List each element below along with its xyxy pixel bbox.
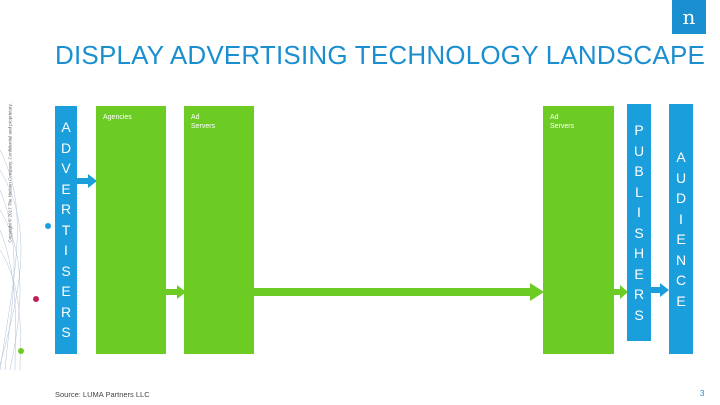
publishers-letter: B [634, 163, 644, 179]
publishers-letter: R [633, 286, 645, 302]
long-flow-arrowhead [530, 283, 544, 301]
adservers-to-publishers-arrow [614, 285, 628, 299]
page-number: 3 [700, 389, 705, 398]
publishers-letter: S [634, 224, 644, 241]
audience-letter: E [676, 292, 686, 309]
audience-letter: N [675, 251, 687, 268]
advertisers-bar: A D V E R T I S E R S [55, 106, 77, 354]
advertisers-letter: V [61, 160, 71, 177]
audience-letter: C [675, 272, 687, 288]
advertisers-letter: E [61, 283, 71, 300]
ad-servers-right-box: Ad Servers [543, 106, 614, 354]
publishers-letter: E [634, 265, 644, 282]
ad-servers-left-label: Ad Servers [191, 114, 216, 130]
publishers-letter: U [633, 142, 645, 159]
publishers-letter: L [635, 183, 643, 200]
publishers-letter: S [634, 306, 644, 323]
advertisers-letter: R [60, 201, 72, 218]
advertisers-arrow [77, 174, 97, 188]
advertisers-letter: R [60, 303, 72, 320]
source-footer: Source: LUMA Partners LLC [55, 390, 150, 399]
nielsen-logo: n [672, 0, 706, 34]
publishers-to-audience-arrow [651, 283, 669, 297]
advertisers-letter: D [60, 139, 72, 156]
long-flow-bar [254, 288, 534, 296]
advertisers-letter: E [61, 180, 71, 197]
advertisers-letter: S [61, 262, 71, 279]
publishers-letter: P [634, 122, 644, 138]
blue-dot [45, 223, 51, 229]
advertisers-letter: A [61, 119, 71, 136]
audience-letter: E [676, 231, 686, 247]
publishers-letter: I [637, 204, 641, 220]
audience-bar: A U D I E N C E [669, 104, 693, 354]
red-dot [33, 296, 39, 302]
ad-servers-left-box: Ad Servers [184, 106, 254, 354]
publishers-letter: H [633, 245, 645, 261]
ad-servers-right-label: Ad Servers [550, 114, 575, 130]
audience-letter: I [679, 210, 683, 227]
green-dot [18, 348, 24, 354]
agencies-box: Agencies [96, 106, 166, 354]
audience-letter: D [675, 190, 687, 206]
publishers-bar: P U B L I S H E R S [627, 104, 651, 341]
decorative-lines [0, 150, 51, 370]
advertisers-letter: T [61, 221, 71, 238]
agencies-label: Agencies [103, 114, 132, 121]
agencies-to-adservers-arrow [166, 285, 186, 299]
advertisers-letter: I [64, 242, 68, 259]
audience-letter: A [676, 149, 686, 165]
page-title: DISPLAY ADVERTISING TECHNOLOGY LANDSCAPE [55, 40, 706, 70]
audience-letter: U [675, 169, 687, 186]
advertisers-letter: S [61, 324, 71, 341]
